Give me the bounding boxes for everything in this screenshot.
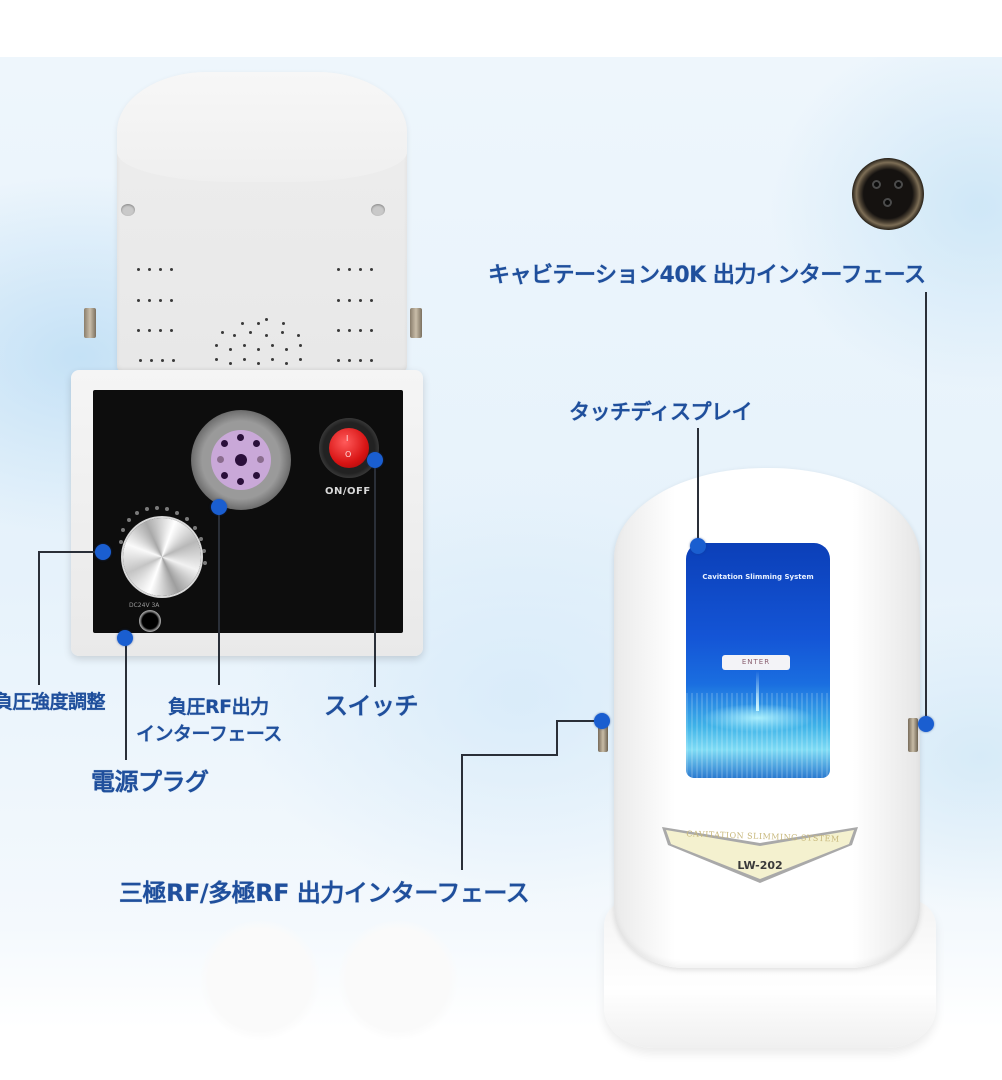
marker-dot: [594, 713, 610, 729]
marker-dot: [690, 538, 706, 554]
marker-dot: [95, 544, 111, 560]
wave-graphic: [686, 693, 830, 778]
light-beam: [756, 671, 759, 711]
leader-line: [374, 462, 376, 687]
callout-multipolar-port: 三極RF/多極RF 出力インターフェース: [119, 879, 530, 907]
rocker-switch[interactable]: I O: [329, 428, 369, 468]
left-device-housing: [117, 72, 407, 372]
marker-dot: [117, 630, 133, 646]
faint-disc-right: [338, 920, 458, 1040]
power-switch[interactable]: I O: [319, 418, 379, 478]
screen-title: Cavitation Slimming System: [702, 573, 814, 581]
housing-cap: [117, 72, 407, 182]
model-badge: CAVITATION SLIMMING SYSTEM LW-202: [660, 823, 860, 885]
leader-line: [461, 754, 463, 870]
callout-switch: スイッチ: [324, 692, 419, 720]
screw-hole-right: [371, 204, 385, 216]
switch-label: ON/OFF: [325, 486, 371, 497]
enter-button[interactable]: ENTER: [722, 655, 790, 670]
callout-intensity-knob: 負圧強度調整: [0, 691, 106, 713]
callout-rf-port-line1: 負圧RF出力: [168, 696, 269, 718]
callout-rf-port-line2: インターフェース: [136, 723, 282, 745]
leader-line: [697, 428, 699, 546]
leader-line: [38, 551, 102, 553]
intensity-knob[interactable]: [123, 518, 201, 596]
right-side-connector: [410, 308, 422, 338]
marker-dot: [367, 452, 383, 468]
dc-power-jack[interactable]: [139, 610, 161, 632]
left-side-connector: [84, 308, 96, 338]
leader-line: [461, 754, 558, 756]
rf-output-socket: [191, 410, 291, 510]
leader-line: [556, 720, 602, 722]
aviation-connector-image: [852, 158, 924, 230]
faint-disc-left: [200, 920, 320, 1040]
model-number: LW-202: [737, 859, 783, 872]
switch-on-mark: I: [346, 434, 349, 443]
screw-hole-left: [121, 204, 135, 216]
power-rating-label: DC24V 3A: [129, 602, 160, 609]
control-panel: I O ON/OFF DC24V 3A: [93, 390, 403, 633]
callout-cavitation-port: キャビテーション40K 出力インターフェース: [488, 263, 926, 288]
socket-pin-face: [211, 430, 271, 490]
leader-line: [218, 510, 220, 685]
leader-line: [38, 551, 40, 685]
callout-power-plug: 電源プラグ: [91, 768, 209, 796]
leader-line: [125, 640, 127, 760]
right-cavitation-connector: [908, 718, 918, 752]
leader-line: [556, 720, 558, 756]
leader-line: [925, 292, 927, 724]
callout-touch-display: タッチディスプレイ: [569, 400, 753, 424]
switch-off-mark: O: [345, 450, 352, 459]
marker-dot: [918, 716, 934, 732]
touch-display[interactable]: Cavitation Slimming System ENTER: [686, 543, 830, 778]
left-rf-connector: [598, 718, 608, 752]
control-panel-frame: I O ON/OFF DC24V 3A: [71, 370, 423, 656]
chevron-badge-icon: [662, 827, 858, 883]
marker-dot: [211, 499, 227, 515]
